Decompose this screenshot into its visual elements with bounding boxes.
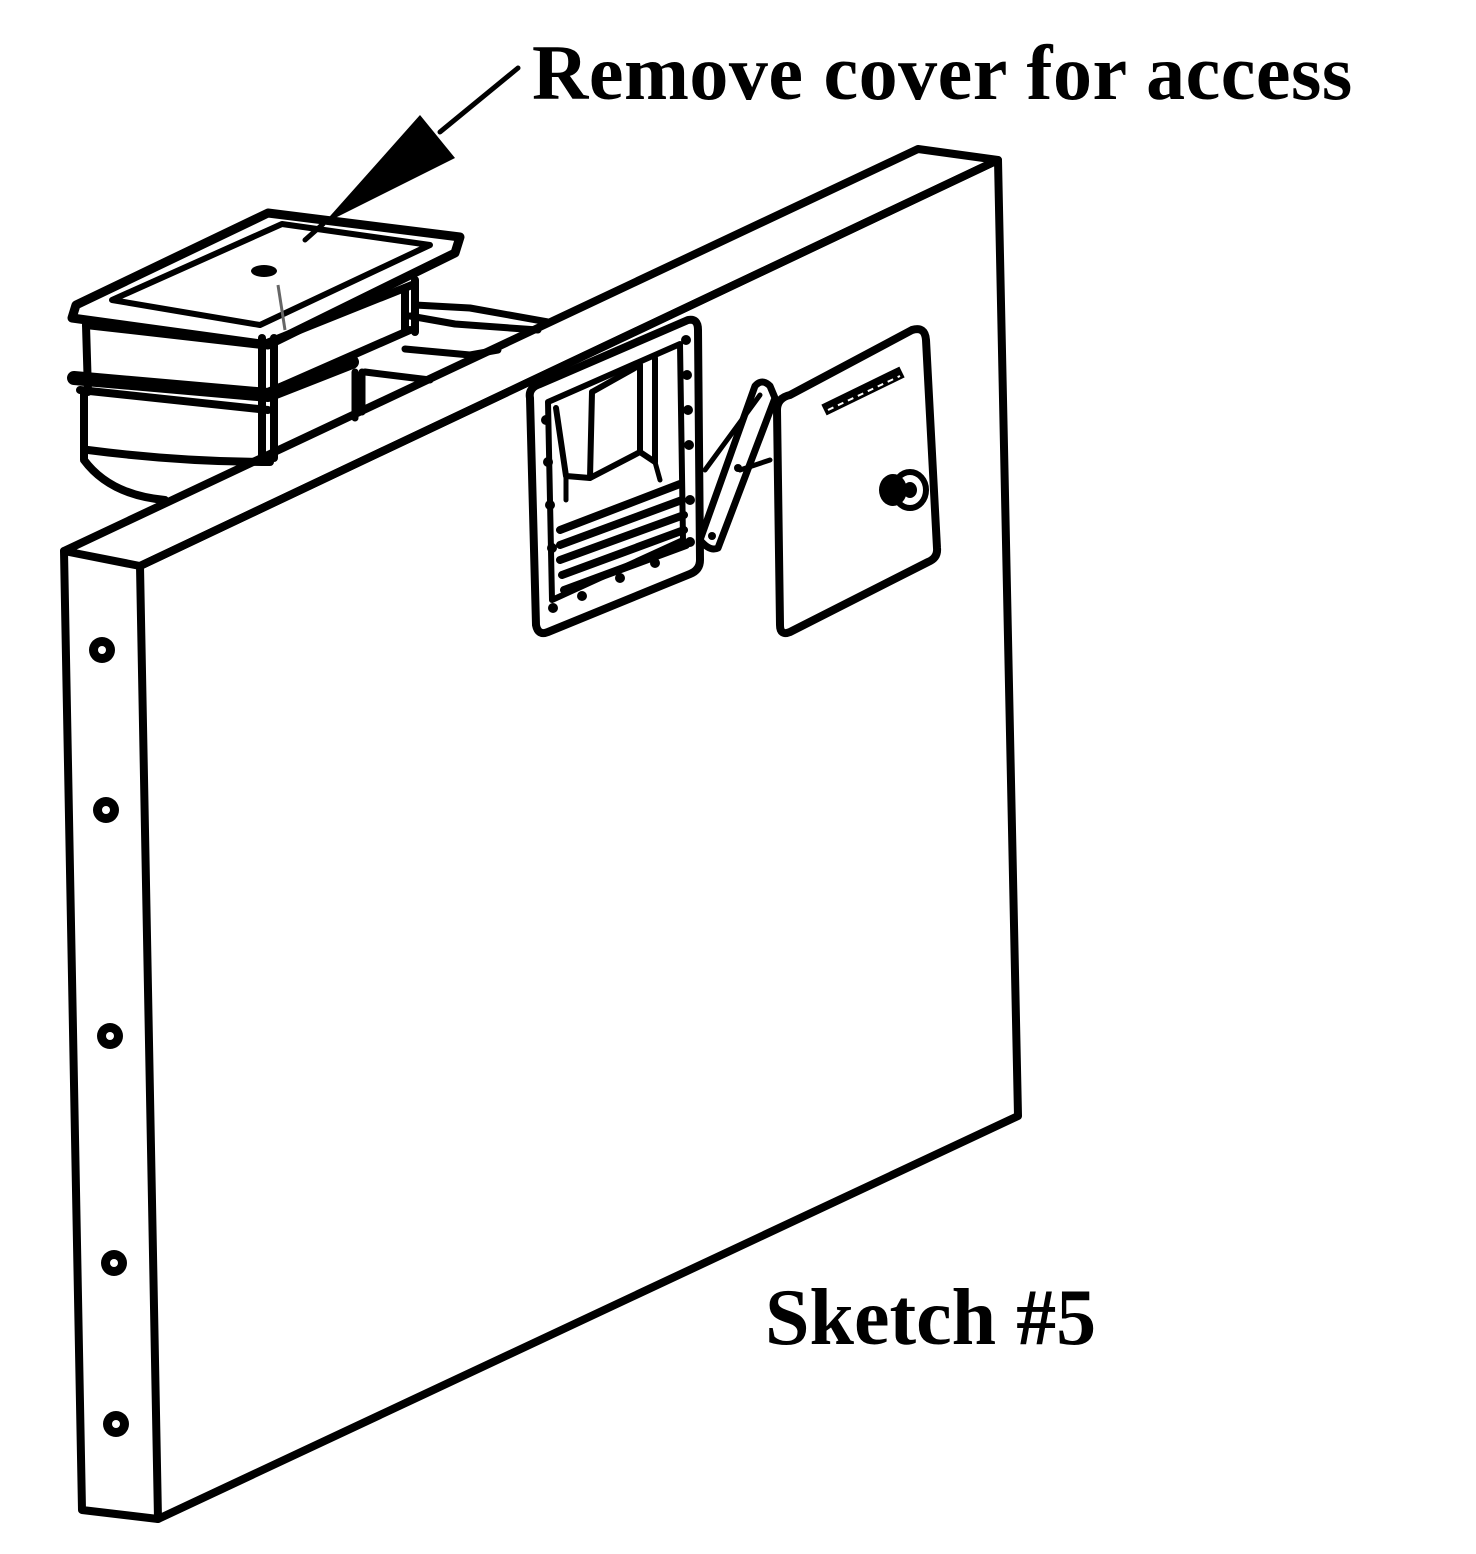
access-opening	[525, 315, 704, 638]
cover-plate	[773, 325, 942, 638]
junction-box	[67, 208, 552, 504]
main-panel	[60, 145, 1022, 1523]
sketch-label: Sketch #5	[765, 1274, 1097, 1362]
callout-label: Remove cover for access	[532, 29, 1353, 116]
side-holes	[89, 637, 129, 1437]
callout-arrow-icon	[302, 65, 521, 243]
hinged-door	[696, 378, 779, 553]
